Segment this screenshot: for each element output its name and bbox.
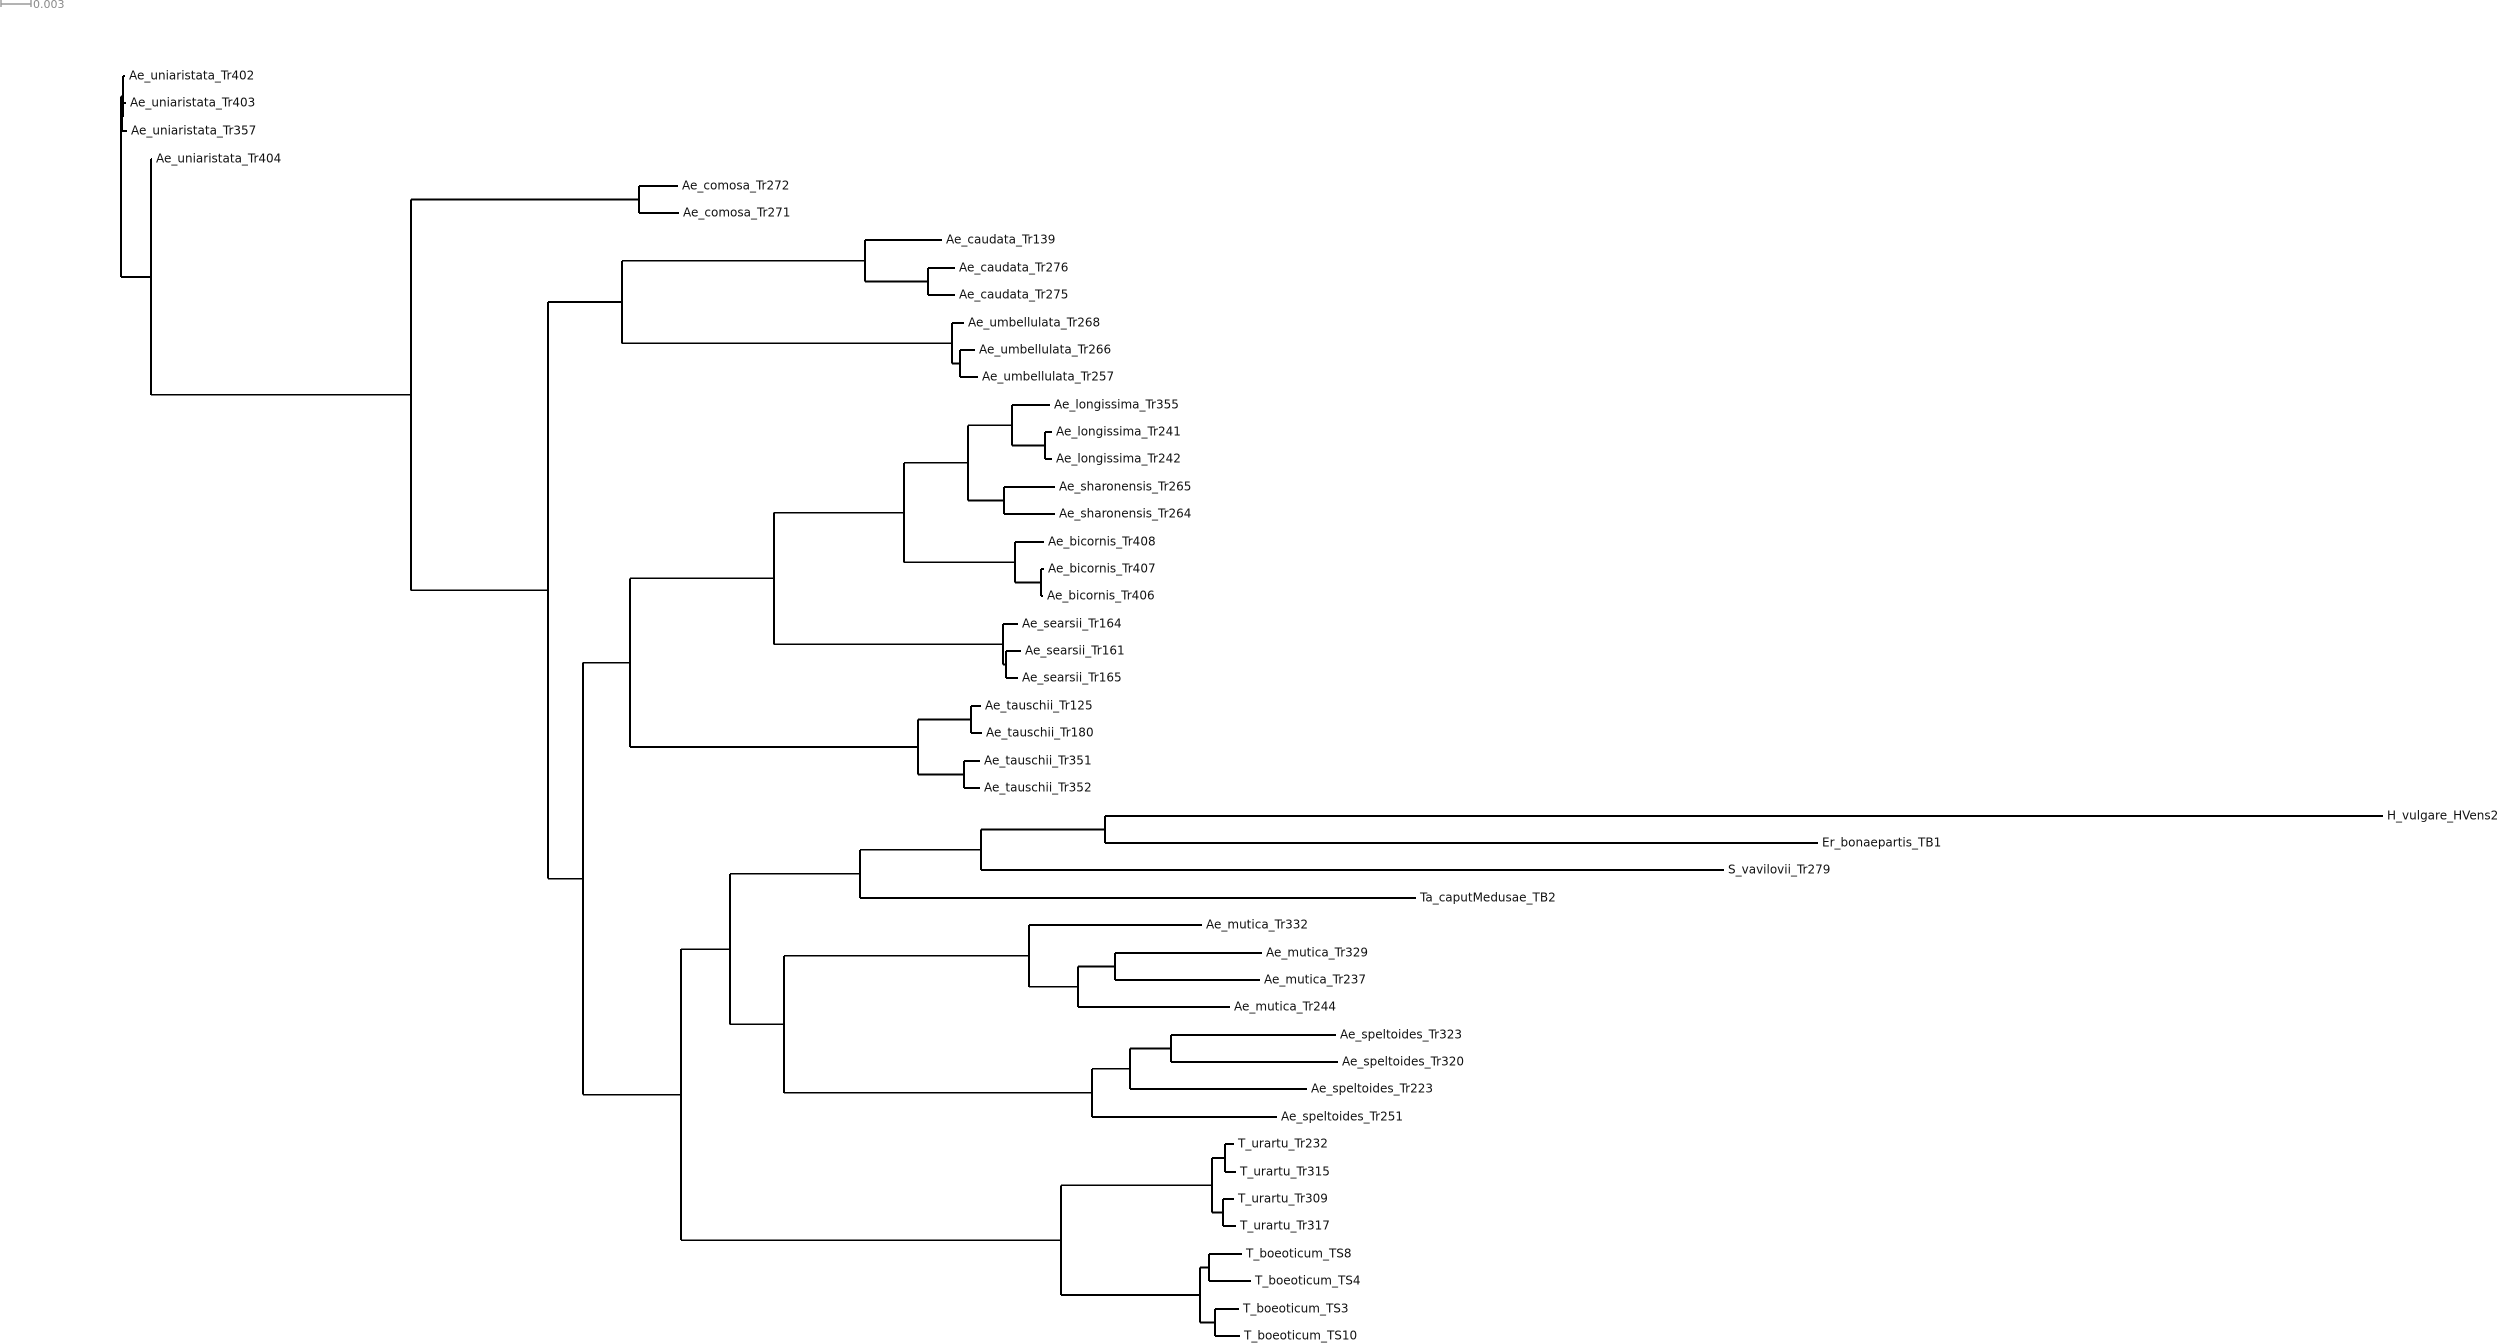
taxon-label: Ae_comosa_Tr272 (682, 179, 789, 193)
taxon-label: Ae_speltoides_Tr323 (1340, 1028, 1462, 1042)
taxon-label: Ae_uniaristata_Tr404 (156, 152, 281, 166)
taxon-label: Ae_tauschii_Tr352 (984, 781, 1092, 795)
taxon-label: Ae_searsii_Tr164 (1022, 617, 1122, 631)
taxon-label: Ae_mutica_Tr244 (1234, 1000, 1336, 1014)
taxon-label: Er_bonaepartis_TB1 (1822, 836, 1941, 850)
taxon-label: Ae_tauschii_Tr351 (984, 754, 1092, 768)
taxon-label: Ae_bicornis_Tr406 (1047, 589, 1155, 603)
taxon-label: Ae_bicornis_Tr407 (1048, 562, 1156, 576)
taxon-label: Ae_mutica_Tr332 (1206, 918, 1308, 932)
taxon-label: Ae_speltoides_Tr223 (1311, 1082, 1433, 1096)
taxon-label: Ae_mutica_Tr329 (1266, 946, 1368, 960)
taxon-label: Ae_sharonensis_Tr265 (1059, 480, 1191, 494)
taxon-label: Ae_mutica_Tr237 (1264, 973, 1366, 987)
taxon-label: T_urartu_Tr317 (1239, 1219, 1330, 1233)
taxon-label: H_vulgare_HVens23 (2387, 809, 2497, 823)
taxon-label: Ae_speltoides_Tr251 (1281, 1110, 1403, 1124)
taxon-labels: Ae_uniaristata_Tr402Ae_uniaristata_Tr403… (129, 69, 2497, 1343)
taxon-label: T_urartu_Tr232 (1237, 1137, 1328, 1151)
taxon-label: Ae_longissima_Tr242 (1056, 452, 1181, 466)
taxon-label: S_vavilovii_Tr279 (1728, 863, 1830, 877)
taxon-label: Ae_uniaristata_Tr403 (130, 96, 255, 110)
tree-edges (120, 75, 2383, 1337)
taxon-label: T_boeoticum_TS3 (1242, 1302, 1349, 1316)
taxon-label: Ae_umbellulata_Tr266 (979, 343, 1111, 357)
taxon-label: Ae_speltoides_Tr320 (1342, 1055, 1464, 1069)
taxon-label: Ta_caputMedusae_TB2 (1419, 891, 1556, 905)
taxon-label: T_boeoticum_TS8 (1245, 1247, 1352, 1261)
taxon-label: Ae_caudata_Tr139 (946, 233, 1055, 247)
tree-branches (120, 75, 2383, 1337)
taxon-label: Ae_comosa_Tr271 (683, 206, 790, 220)
taxon-label: Ae_longissima_Tr355 (1054, 398, 1179, 412)
taxon-label: Ae_umbellulata_Tr268 (968, 316, 1100, 330)
scale-bar-label: 0.003 (33, 0, 65, 11)
taxon-label: Ae_caudata_Tr275 (959, 288, 1068, 302)
taxon-label: Ae_tauschii_Tr180 (986, 726, 1094, 740)
scale-bar-line (0, 0, 32, 7)
taxon-label: Ae_bicornis_Tr408 (1048, 535, 1156, 549)
taxon-label: Ae_uniaristata_Tr402 (129, 69, 254, 83)
taxon-label: Ae_longissima_Tr241 (1056, 425, 1181, 439)
taxon-label: Ae_caudata_Tr276 (959, 261, 1068, 275)
taxon-label: Ae_uniaristata_Tr357 (131, 124, 256, 138)
scale-bar: 0.003 (0, 0, 65, 11)
taxon-label: Ae_searsii_Tr165 (1022, 671, 1122, 685)
taxon-label: Ae_sharonensis_Tr264 (1059, 507, 1191, 521)
taxon-label: Ae_searsii_Tr161 (1025, 644, 1125, 658)
taxon-label: T_urartu_Tr315 (1239, 1165, 1330, 1179)
taxon-label: T_urartu_Tr309 (1237, 1192, 1328, 1206)
taxon-label: T_boeoticum_TS10 (1243, 1329, 1357, 1343)
taxon-label: Ae_umbellulata_Tr257 (982, 370, 1114, 384)
taxon-label: Ae_tauschii_Tr125 (985, 699, 1093, 713)
taxon-label: T_boeoticum_TS4 (1254, 1274, 1361, 1288)
